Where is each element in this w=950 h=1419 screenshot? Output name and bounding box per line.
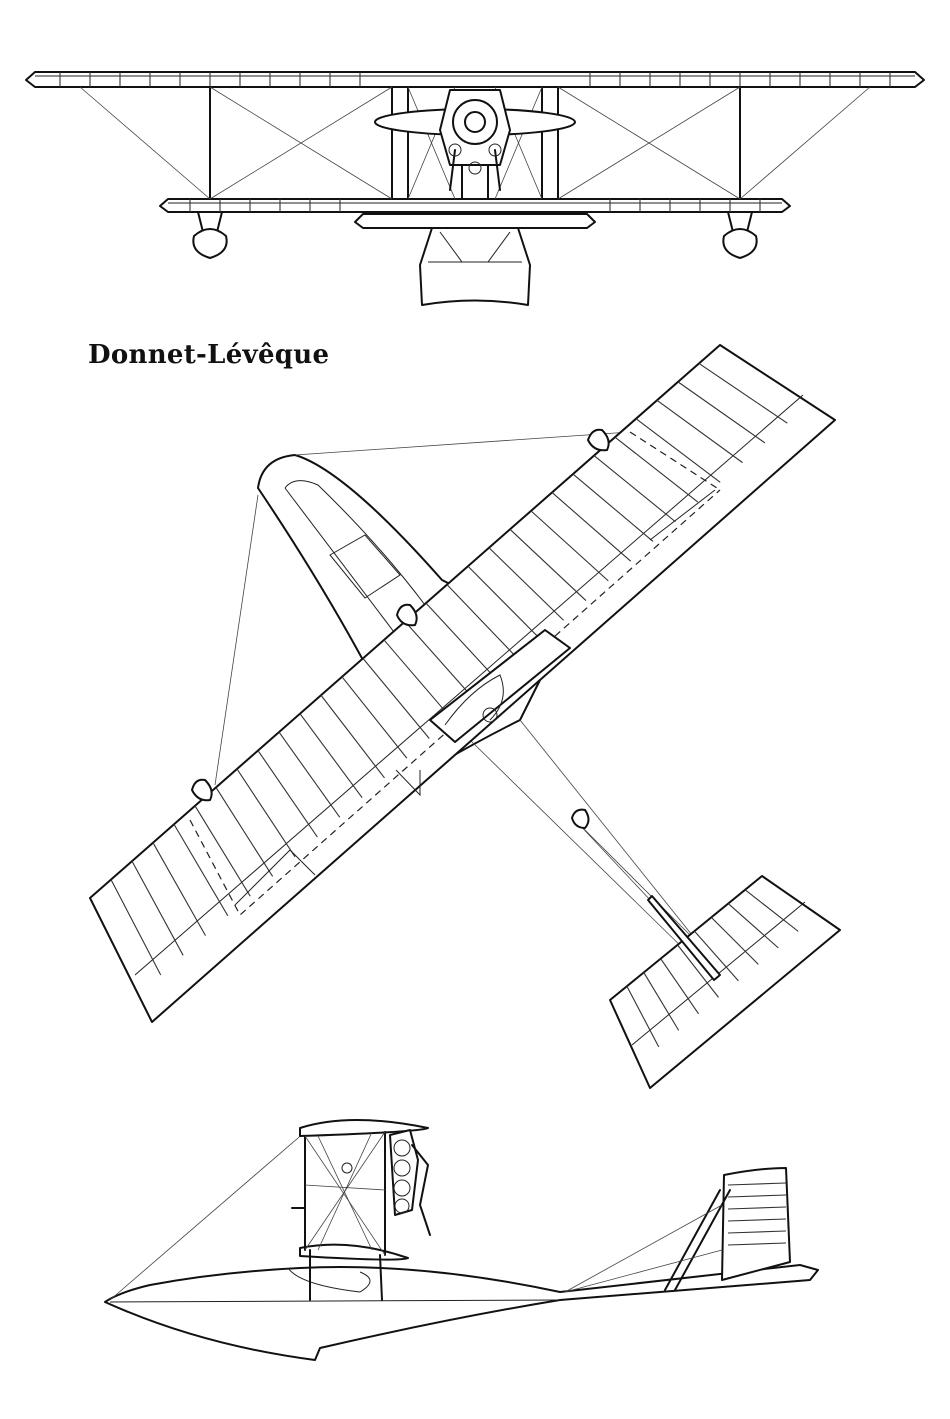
wing-rib [257,750,318,838]
wing-rib [110,879,162,976]
wing-rib [643,972,680,1031]
top-view [89,344,841,1089]
wing-rib [362,658,430,739]
wing-rib [425,602,497,680]
wing-rib [677,944,719,998]
wing-float-left [192,211,228,259]
wing-rib [626,985,660,1048]
wing-rib [194,805,251,897]
wing-rib [320,694,385,779]
wing-rib [551,492,632,562]
wing-rib [614,436,699,503]
wing-rib [727,903,779,949]
wing-rib [299,713,363,798]
wing-rib [710,916,759,965]
wing-rib [744,889,799,932]
wing-rib [173,823,229,917]
wing-rib [635,418,721,483]
wing-rib [572,473,654,542]
wing-rib [698,362,788,424]
wing-rib [215,787,274,877]
drawing-title: Donnet-Lévêque [88,340,330,370]
wing-rib [694,930,739,982]
wing-rib [236,768,296,858]
engine-icon [374,89,576,200]
wing-rib [677,381,766,444]
wing-rib [660,958,700,1015]
wing-rib [530,510,609,582]
wing-float-right [722,211,758,259]
wing-rib [152,842,206,936]
wing-rib [656,399,743,464]
wing-rib [488,547,564,621]
front-view [25,71,925,306]
wing-rib [509,528,587,601]
wing-rib [467,565,542,641]
wing-rib [383,639,453,720]
wing-rib [446,584,520,661]
wing-rib [341,676,408,759]
wing-rib [404,621,475,700]
wing-rib [278,731,341,818]
wing-rib [131,860,184,956]
wing-rib [593,455,676,523]
